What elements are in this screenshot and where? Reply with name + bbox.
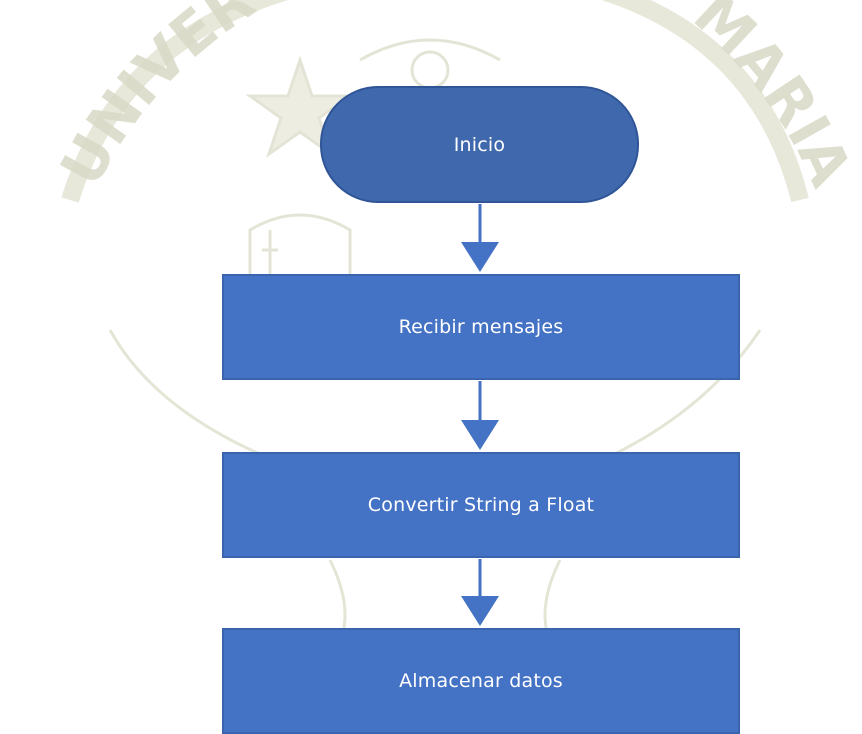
start-terminator: Inicio <box>320 86 639 203</box>
step-label: Convertir String a Float <box>367 494 595 516</box>
arrowhead-3 <box>461 596 499 626</box>
watermark-text-right: MARIA <box>681 0 862 196</box>
arrowhead-2 <box>461 420 499 450</box>
arrowhead-1 <box>461 242 499 272</box>
process-step-convert-string-to-float: Convertir String a Float <box>222 452 740 558</box>
process-step-store-data: Almacenar datos <box>222 628 740 734</box>
start-label: Inicio <box>453 133 506 156</box>
step-label: Recibir mensajes <box>398 316 564 338</box>
watermark-text-left: UNIVERS <box>0 0 266 196</box>
process-step-receive-messages: Recibir mensajes <box>222 274 740 380</box>
step-label: Almacenar datos <box>399 670 563 692</box>
